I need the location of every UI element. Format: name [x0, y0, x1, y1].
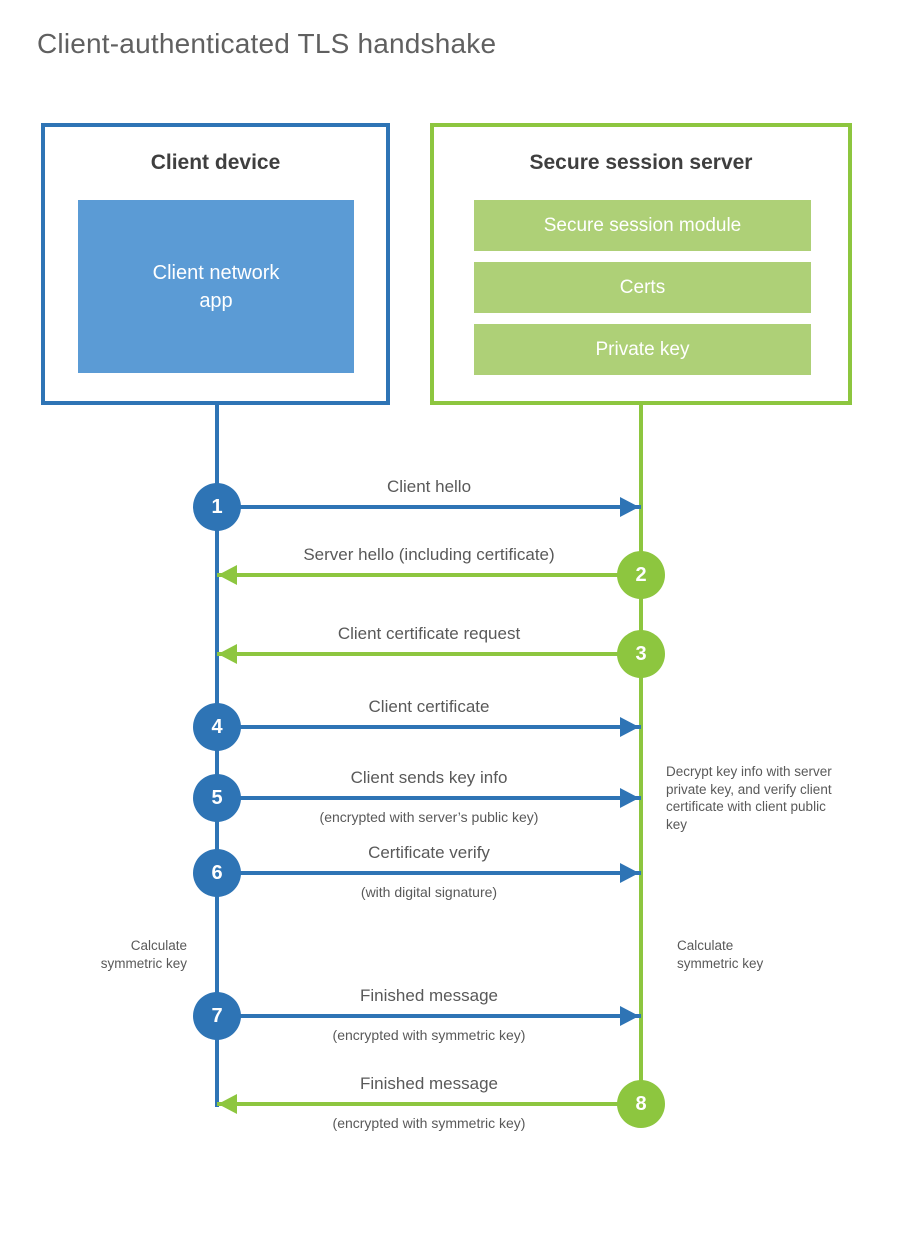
arrow-2-server-to-client [217, 573, 641, 577]
arrowhead-right-icon [620, 1006, 639, 1026]
client-device-box: Client device Client network app [41, 123, 390, 405]
step-circle-2: 2 [617, 551, 665, 599]
client-network-app-block: Client network app [78, 200, 354, 373]
message-sublabel-7: (encrypted with symmetric key) [332, 1027, 526, 1043]
arrow-8-server-to-client [217, 1102, 641, 1106]
message-sublabel-5: (encrypted with server’s public key) [319, 809, 539, 825]
calculate-symmetric-key-client-note: Calculate symmetric key [100, 938, 187, 971]
step-circle-6: 6 [193, 849, 241, 897]
message-sublabel-6: (with digital signature) [360, 884, 498, 900]
arrow-4-client-to-server [217, 725, 641, 729]
server-module-private-key: Private key [474, 324, 811, 375]
calculate-symmetric-key-server-note: Calculate symmetric key [677, 938, 764, 971]
message-sublabel-8: (encrypted with symmetric key) [332, 1115, 526, 1131]
step-circle-7: 7 [193, 992, 241, 1040]
server-module-certs: Certs [474, 262, 811, 313]
client-device-title: Client device [150, 151, 281, 174]
arrow-7-client-to-server [217, 1014, 641, 1018]
arrow-1-client-to-server [217, 505, 641, 509]
step-circle-4: 4 [193, 703, 241, 751]
arrow-3-server-to-client [217, 652, 641, 656]
message-label-1: Client hello [386, 477, 472, 496]
arrowhead-right-icon [620, 497, 639, 517]
arrowhead-left-icon [218, 644, 237, 664]
arrow-6-client-to-server [217, 871, 641, 875]
arrowhead-right-icon [620, 863, 639, 883]
arrowhead-right-icon [620, 717, 639, 737]
step-circle-5: 5 [193, 774, 241, 822]
step-circle-3: 3 [617, 630, 665, 678]
decrypt-key-note: Decrypt key info with server private key… [666, 764, 832, 832]
step-circle-1: 1 [193, 483, 241, 531]
arrow-5-client-to-server [217, 796, 641, 800]
message-label-4: Client certificate [368, 697, 490, 716]
message-label-3: Client certificate request [337, 624, 521, 643]
arrowhead-left-icon [218, 565, 237, 585]
message-label-2: Server hello (including certificate) [303, 545, 555, 564]
server-module-secure-session: Secure session module [474, 200, 811, 251]
arrowhead-left-icon [218, 1094, 237, 1114]
secure-session-server-box: Secure session server Secure session mod… [430, 123, 852, 405]
message-label-6: Certificate verify [368, 843, 490, 862]
message-label-8: Finished message [360, 1074, 498, 1093]
server-lifeline [639, 405, 643, 1105]
arrowhead-right-icon [620, 788, 639, 808]
page-title: Client-authenticated TLS handshake [37, 28, 497, 59]
step-circle-8: 8 [617, 1080, 665, 1128]
client-network-app-label: Client network app [152, 261, 280, 312]
message-label-7: Finished message [360, 986, 498, 1005]
client-lifeline [215, 405, 219, 1107]
message-label-5: Client sends key info [350, 768, 508, 787]
secure-session-server-title: Secure session server [529, 151, 753, 174]
